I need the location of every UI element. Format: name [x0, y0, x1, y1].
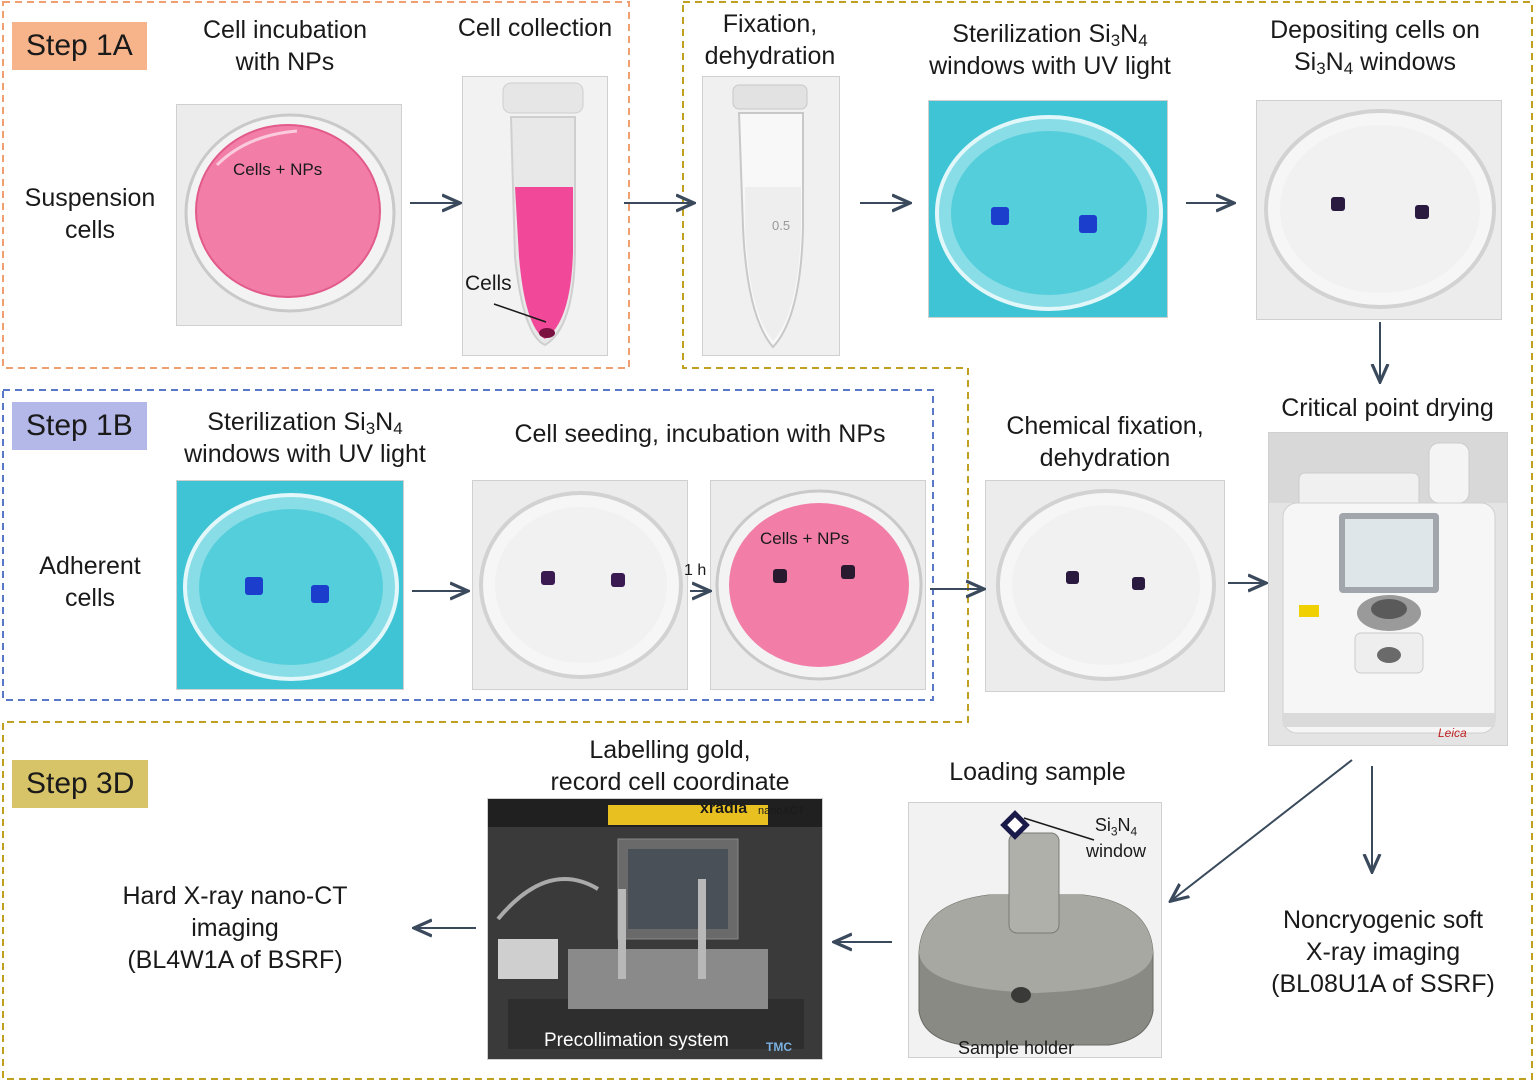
photo-pink-dish-incubation [176, 104, 402, 326]
photo-sample-holder [908, 802, 1162, 1058]
sample-holder-annotation: Sample holder [958, 1038, 1075, 1058]
xradia-logo: xradia [700, 800, 748, 817]
fixation-label: Fixation,dehydration [704, 10, 836, 70]
si3n4-window-annotation: Si3N4 window [1086, 815, 1147, 861]
cells-annotation: Cells [465, 272, 512, 295]
labelling-gold-label: Labelling gold,record cell coordinate [550, 736, 790, 796]
sterilization-b-label: Sterilization Si3N4 windows with UV ligh… [184, 408, 426, 468]
cells-nps-annotation-1: Cells + NPs [233, 160, 323, 179]
photo-precollimation-system [487, 798, 823, 1060]
loading-sample-label: Loading sample [949, 758, 1126, 786]
photo-blue-dish-top [928, 100, 1168, 318]
precollimation-annotation: Precollimation system [544, 1030, 729, 1051]
photo-critical-point-dryer [1268, 432, 1508, 746]
photo-blue-dish-1b [176, 480, 404, 690]
arrow-cpd-to-loading [1172, 759, 1353, 900]
chemical-fixation-label: Chemical fixation,dehydration [1006, 412, 1204, 472]
tube-mark: 0.5 [772, 218, 791, 233]
cell-seeding-label: Cell seeding, incubation with NPs [514, 420, 886, 448]
one-hour-annotation: 1 h [684, 562, 707, 579]
sterilization-top-label: Sterilization Si3N4 windows with UV ligh… [929, 20, 1171, 80]
photo-tube-collection [462, 76, 608, 356]
step1b-border [2, 389, 934, 701]
step3d-tag: Step 3D [12, 760, 149, 808]
photo-clear-dish-depositing [1256, 100, 1502, 320]
step1a-tag: Step 1A [12, 22, 147, 70]
photo-clear-dish-seeding [472, 480, 688, 690]
critical-point-label: Critical point drying [1281, 394, 1494, 422]
step1b-tag: Step 1B [12, 402, 147, 450]
cells-leader-line [493, 303, 547, 323]
step1a-border [2, 1, 630, 369]
photo-clear-dish-chemfix [985, 480, 1225, 692]
leica-logo: Leica [1438, 726, 1467, 740]
cell-collection-label: Cell collection [457, 14, 613, 42]
photo-tube-fixation [702, 76, 840, 356]
depositing-label: Depositing cells on Si3N4 windows [1270, 16, 1480, 78]
cells-nps-annotation-2: Cells + NPs [760, 529, 850, 548]
tmc-logo: TMC [766, 1040, 792, 1054]
photo-pink-dish-seeding [710, 480, 926, 690]
nanoxct-logo: nanoXCT [758, 805, 805, 817]
window-leader-line [1023, 817, 1095, 841]
